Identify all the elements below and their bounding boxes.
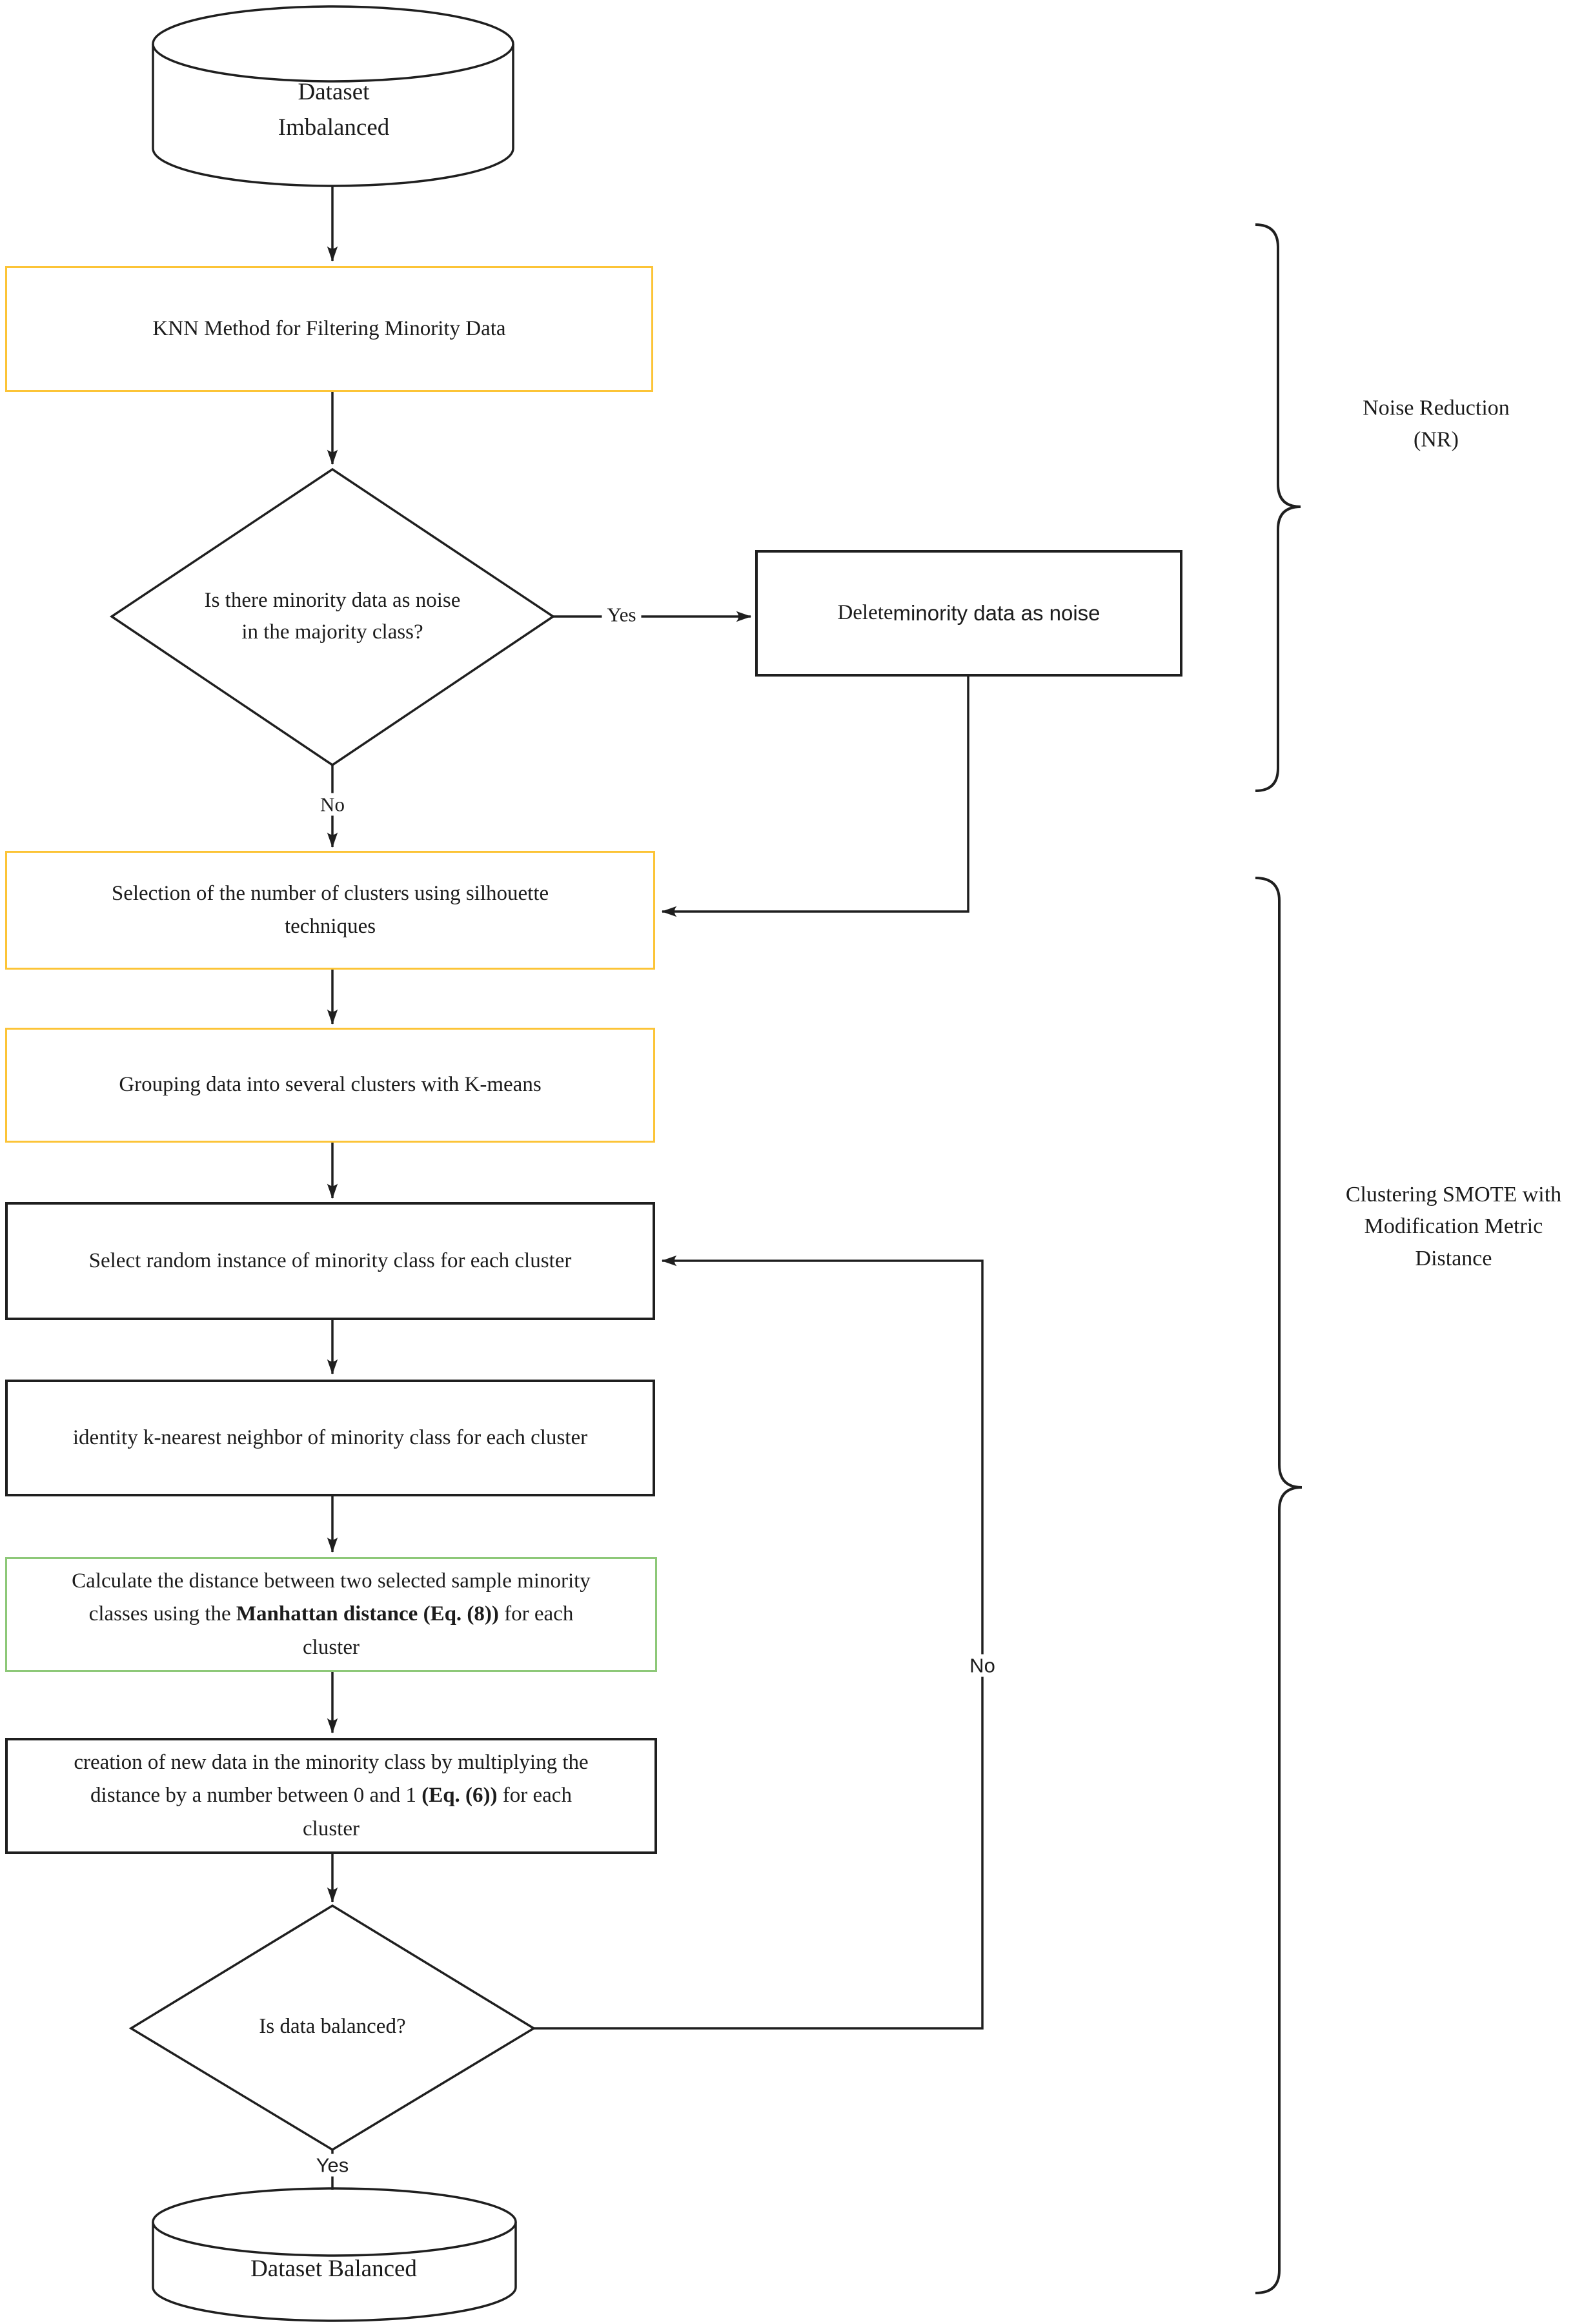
manhattan-distance-box: Calculate the distance between two selec… [5, 1557, 657, 1672]
edge-label-no-top: No [315, 793, 350, 816]
end-cylinder-label: Dataset Balanced [250, 2256, 417, 2283]
manhattan-bold-segment: Manhattan distance (Eq. (8)) [236, 1602, 499, 1626]
noise-diamond-label: Is there minority data as noise in the m… [204, 588, 461, 644]
knearest-identity-box: identity k-nearest neighbor of minority … [5, 1380, 655, 1496]
kmeans-grouping-box: Grouping data into several clusters with… [5, 1028, 655, 1143]
creation-line-3: cluster [303, 1817, 360, 1840]
creation-bold-segment: (Eq. (6)) [421, 1784, 498, 1808]
select-random-instance-box: Select random instance of minority class… [5, 1202, 655, 1320]
clustering-smote-brace [1255, 877, 1303, 2294]
knn-filter-box: KNN Method for Filtering Minority Data [5, 266, 653, 392]
edge-label-yes-top: Yes [602, 603, 642, 626]
clustering-smote-bracket-label: Clustering SMOTE with Modification Metri… [1345, 1183, 1562, 1270]
edge-label-no-loop: No [964, 1654, 1000, 1677]
delete-noise-box: Delete minority data as noise [755, 550, 1182, 677]
silhouette-selection-box: Selection of the number of clusters usin… [5, 851, 655, 970]
noise-reduction-brace [1255, 223, 1301, 792]
manhattan-line-3: cluster [303, 1635, 360, 1659]
delete-noise-label-serif: Delete [837, 601, 893, 625]
manhattan-line-1: Calculate the distance between two selec… [72, 1569, 591, 1593]
noise-reduction-bracket-label: Noise Reduction (NR) [1363, 396, 1510, 452]
new-data-creation-box: creation of new data in the minority cla… [5, 1738, 657, 1854]
balanced-diamond-label: Is data balanced? [259, 2015, 406, 2039]
start-cylinder-label: Dataset Imbalanced [278, 78, 390, 141]
edge-label-yes-bottom: Yes [310, 2154, 354, 2177]
manhattan-line-2: classes using the Manhattan distance (Eq… [88, 1602, 574, 1626]
end-cylinder-shape [152, 2187, 517, 2322]
creation-line-1: creation of new data in the minority cla… [74, 1751, 589, 1775]
creation-line-2: distance by a number between 0 and 1 (Eq… [90, 1784, 572, 1808]
start-cylinder-shape [152, 5, 514, 187]
delete-noise-label-sans: minority data as noise [893, 601, 1100, 626]
